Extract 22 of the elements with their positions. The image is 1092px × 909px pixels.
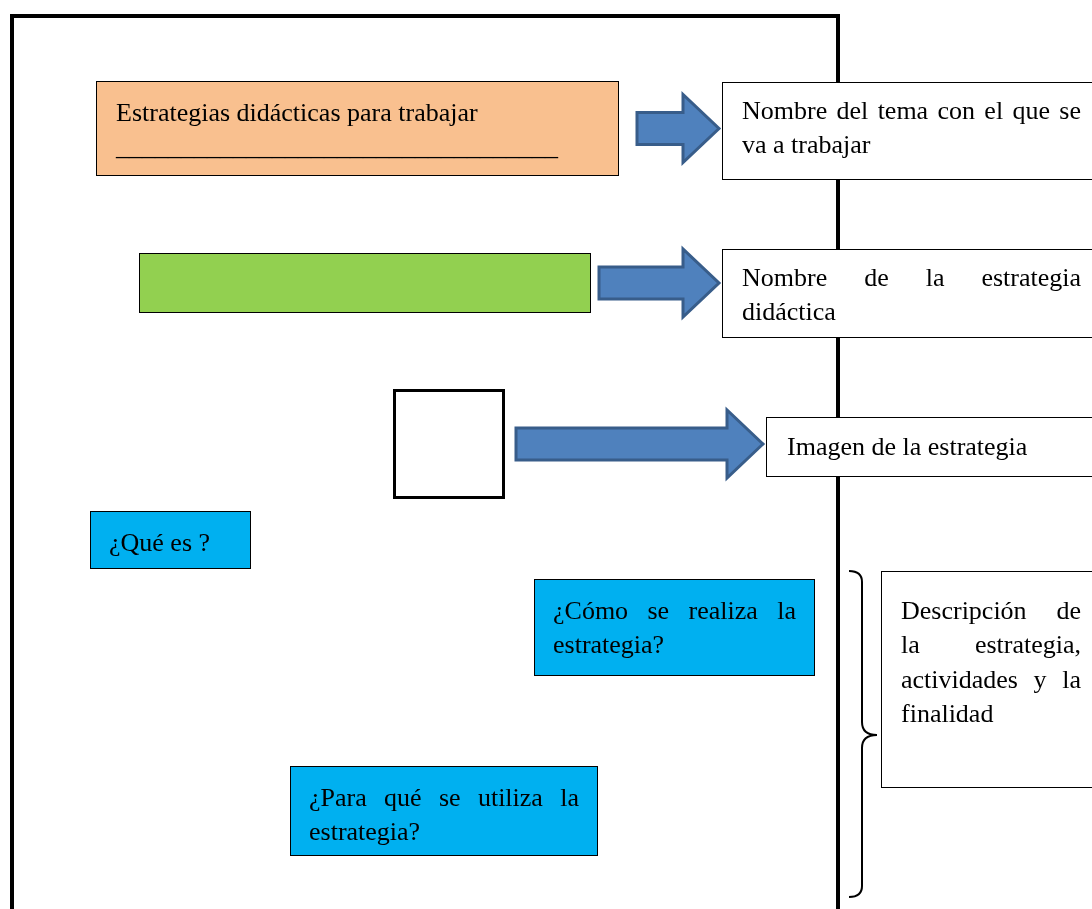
info-box	[722, 249, 1092, 338]
question-box	[290, 766, 598, 856]
title-box	[96, 81, 619, 176]
block-arrow	[635, 91, 722, 166]
question-box	[534, 579, 815, 676]
info-box	[881, 571, 1092, 788]
image-square	[393, 389, 505, 499]
fill-in-line: __________________________________	[116, 131, 560, 164]
box-text: ¿Para qué se utiliza la estrategia?	[309, 782, 579, 849]
box-text: Estrategias didácticas para trabajar	[116, 97, 479, 129]
block-arrow	[597, 245, 722, 321]
box-text: Descripción de la estrategia, actividades y la finalidad	[901, 595, 1081, 730]
box-text: Nombre del tema con el que se va a trabajar	[742, 95, 1081, 162]
box-text: ¿Cómo se realiza la estrategia?	[553, 595, 796, 662]
box-text: Imagen de la estrategia	[787, 430, 1029, 463]
info-box	[722, 82, 1092, 180]
block-arrow	[514, 406, 766, 482]
box-text: ¿Qué es ?	[109, 527, 212, 559]
question-box	[90, 511, 251, 569]
info-box	[766, 417, 1092, 477]
name-bar	[139, 253, 591, 313]
box-text: Nombre de la estrategia didáctica	[742, 262, 1081, 329]
